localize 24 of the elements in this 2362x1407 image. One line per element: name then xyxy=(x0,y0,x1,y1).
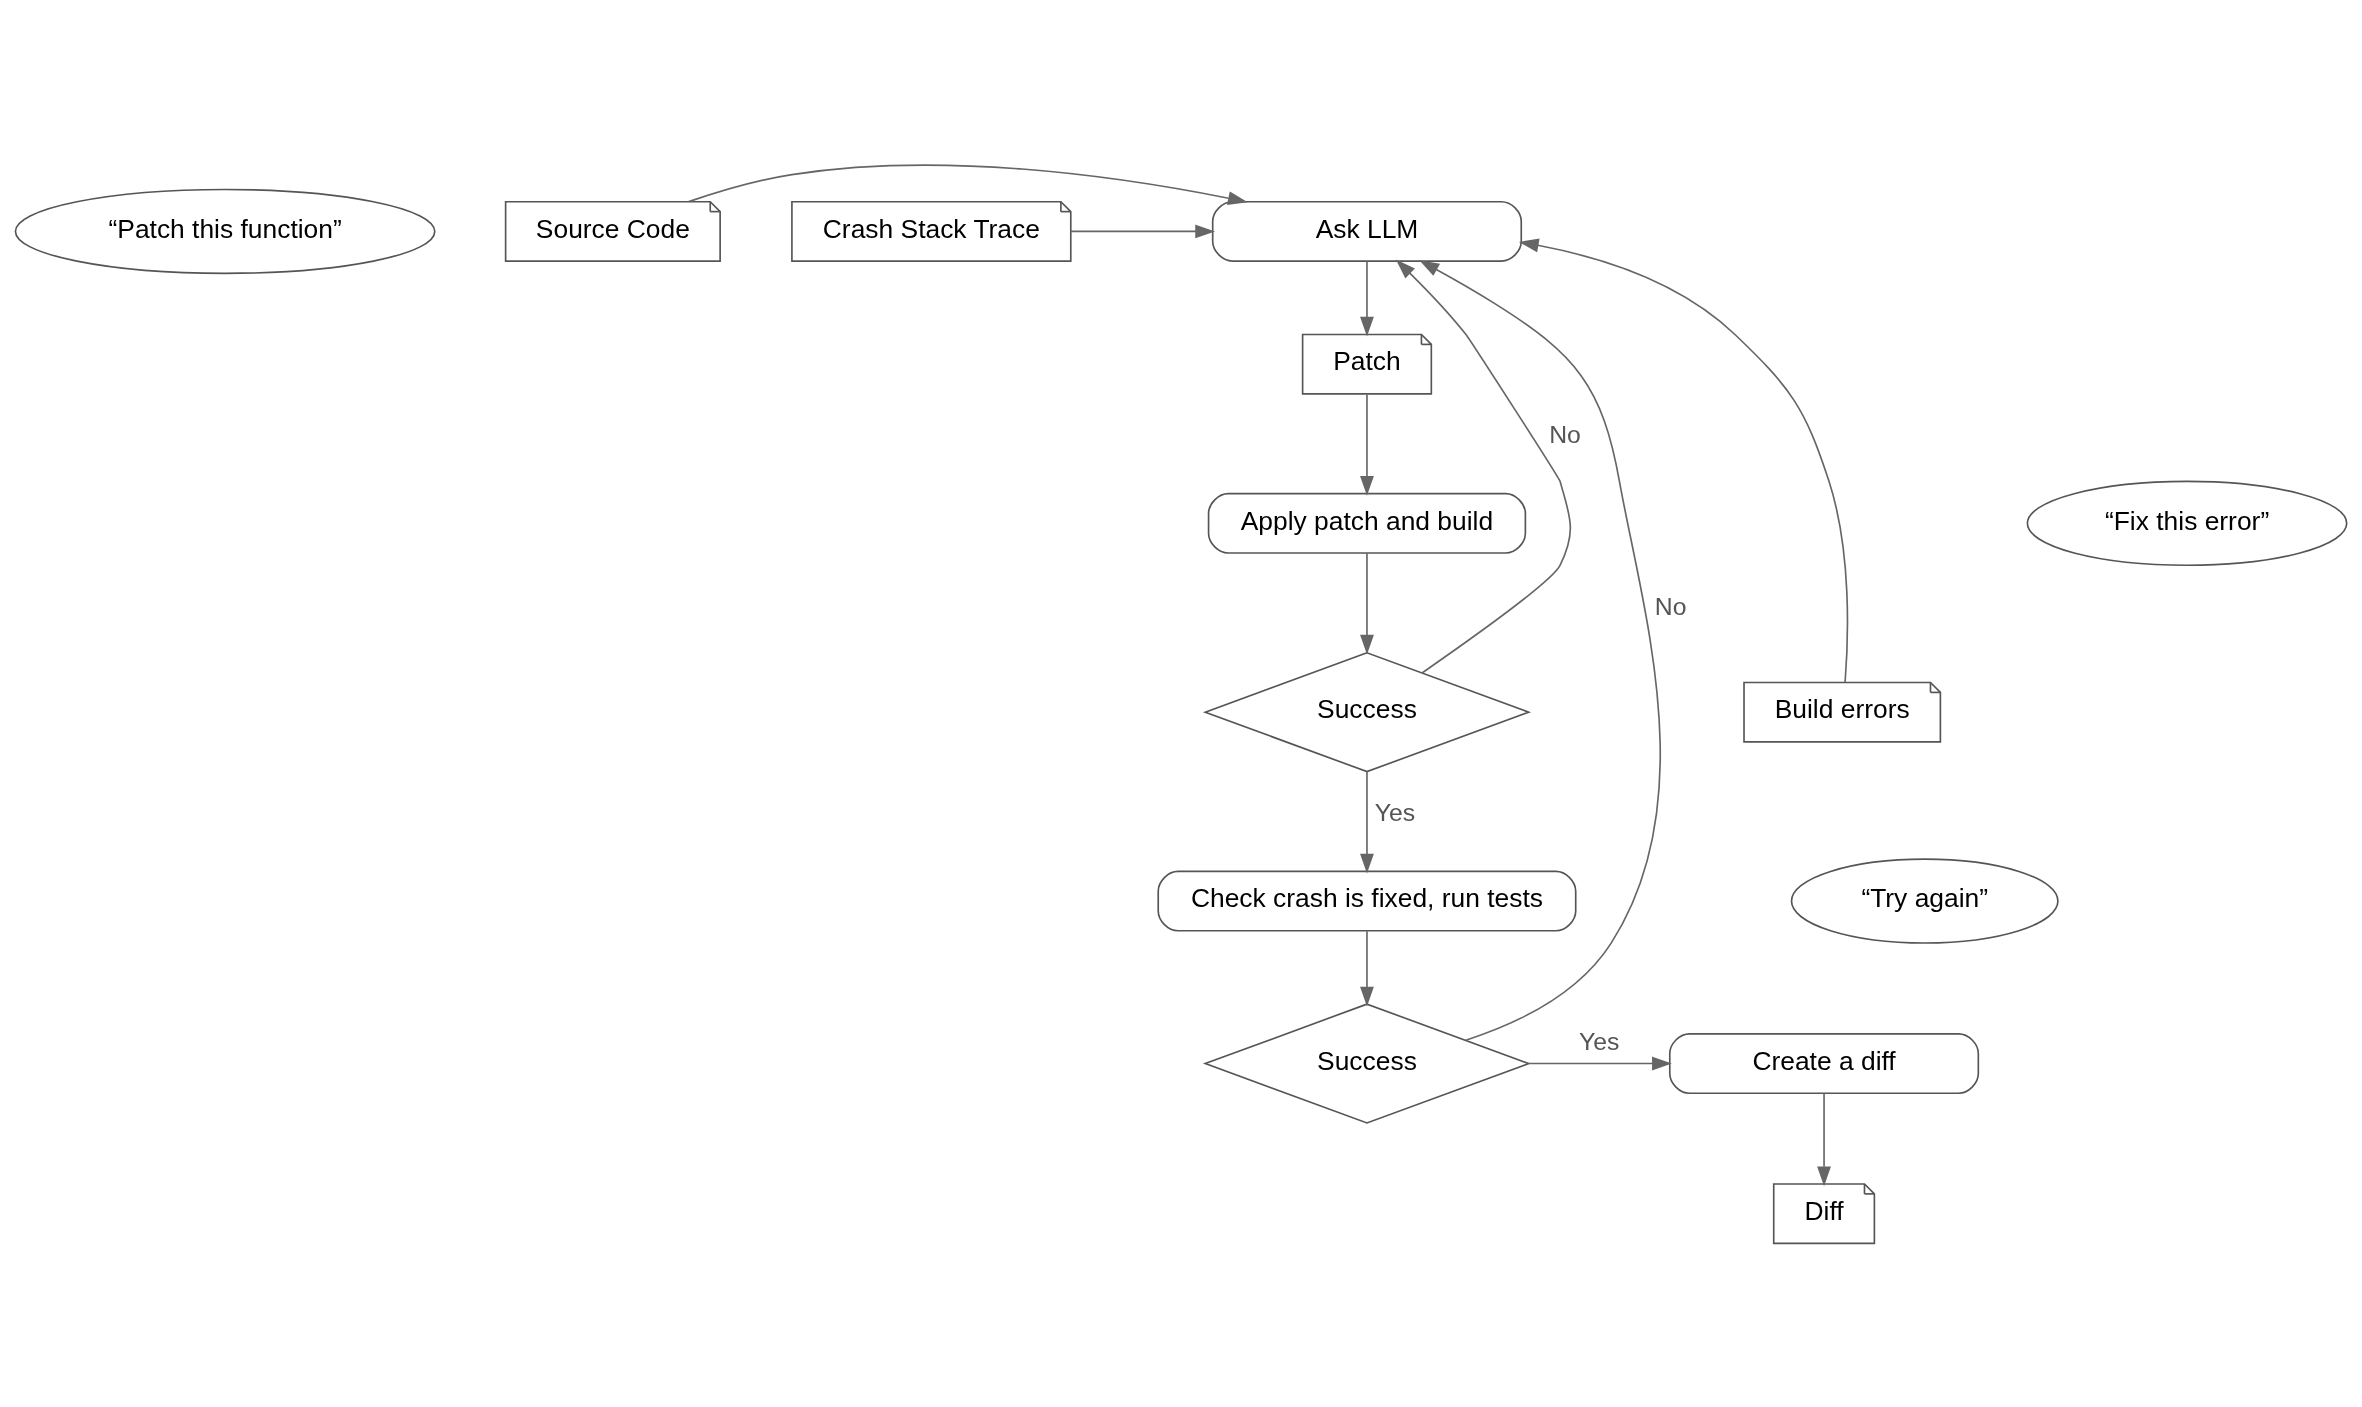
node-box: Ask LLM xyxy=(1211,200,1523,262)
node-box: Apply patch and build xyxy=(1207,492,1527,554)
node-ellipse: “Patch this function” xyxy=(14,188,436,274)
arrow xyxy=(687,163,1248,205)
arrow xyxy=(1527,1056,1672,1070)
node-ellipse: “Try again” xyxy=(1790,857,2059,944)
edge-label: No xyxy=(1654,592,1687,620)
node-diamond: Success xyxy=(1202,651,1532,772)
edge-label: Yes xyxy=(1579,1027,1620,1055)
node-box: Create a diff xyxy=(1668,1032,1980,1094)
arrow xyxy=(1395,259,1572,674)
edge-label: No xyxy=(1549,420,1581,448)
arrow xyxy=(1360,259,1374,337)
arrow xyxy=(1817,1092,1831,1186)
arrow xyxy=(1360,770,1374,873)
edge-label: Yes xyxy=(1374,798,1416,826)
arrow xyxy=(1070,224,1216,238)
arrow xyxy=(1518,238,1849,683)
node-box: Check crash is fixed, run tests xyxy=(1157,870,1577,932)
arrow xyxy=(1360,393,1374,496)
arrow xyxy=(1360,929,1374,1006)
arrow xyxy=(1360,551,1374,655)
node-ellipse: “Fix this error” xyxy=(2026,480,2348,566)
node-diamond: Success xyxy=(1202,1002,1532,1124)
